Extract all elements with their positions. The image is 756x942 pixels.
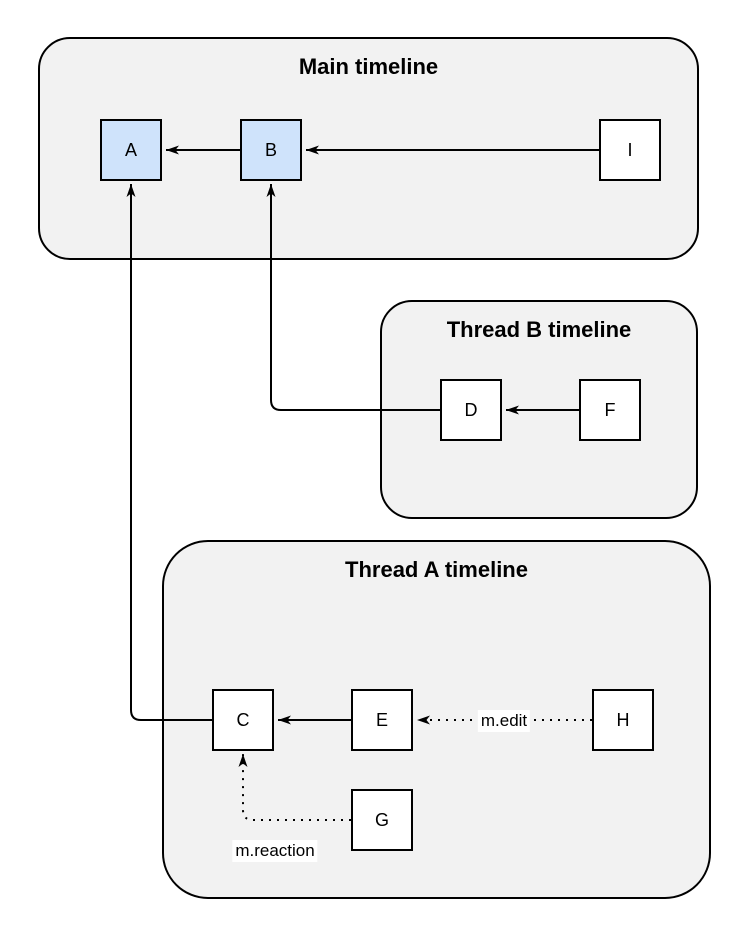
node-h: H: [592, 689, 654, 751]
node-d: D: [440, 379, 502, 441]
timeline-main-title: Main timeline: [298, 54, 439, 79]
node-f-label: F: [604, 399, 616, 420]
node-f: F: [579, 379, 641, 441]
node-a-label: A: [124, 139, 137, 160]
node-i-label: I: [627, 139, 633, 160]
node-d-label: D: [464, 399, 478, 420]
edge-c-to-a: [126, 184, 212, 721]
node-a: A: [100, 119, 162, 181]
node-g-label: G: [374, 809, 389, 830]
edge-label-m-edit: m.edit: [477, 710, 531, 732]
node-c-label: C: [236, 709, 250, 730]
node-h-label: H: [616, 709, 630, 730]
node-c: C: [212, 689, 274, 751]
node-b: B: [240, 119, 302, 181]
edge-g-to-c: [238, 754, 351, 821]
node-e-label: E: [375, 709, 388, 730]
timeline-thread-b-title: Thread B timeline: [446, 317, 632, 342]
edge-label-m-reaction: m.reaction: [232, 840, 318, 862]
node-e: E: [351, 689, 413, 751]
node-b-label: B: [264, 139, 277, 160]
node-g: G: [351, 789, 413, 851]
edge-d-to-b: [266, 184, 440, 411]
timeline-thread-a-title: Thread A timeline: [345, 557, 528, 582]
node-i: I: [599, 119, 661, 181]
